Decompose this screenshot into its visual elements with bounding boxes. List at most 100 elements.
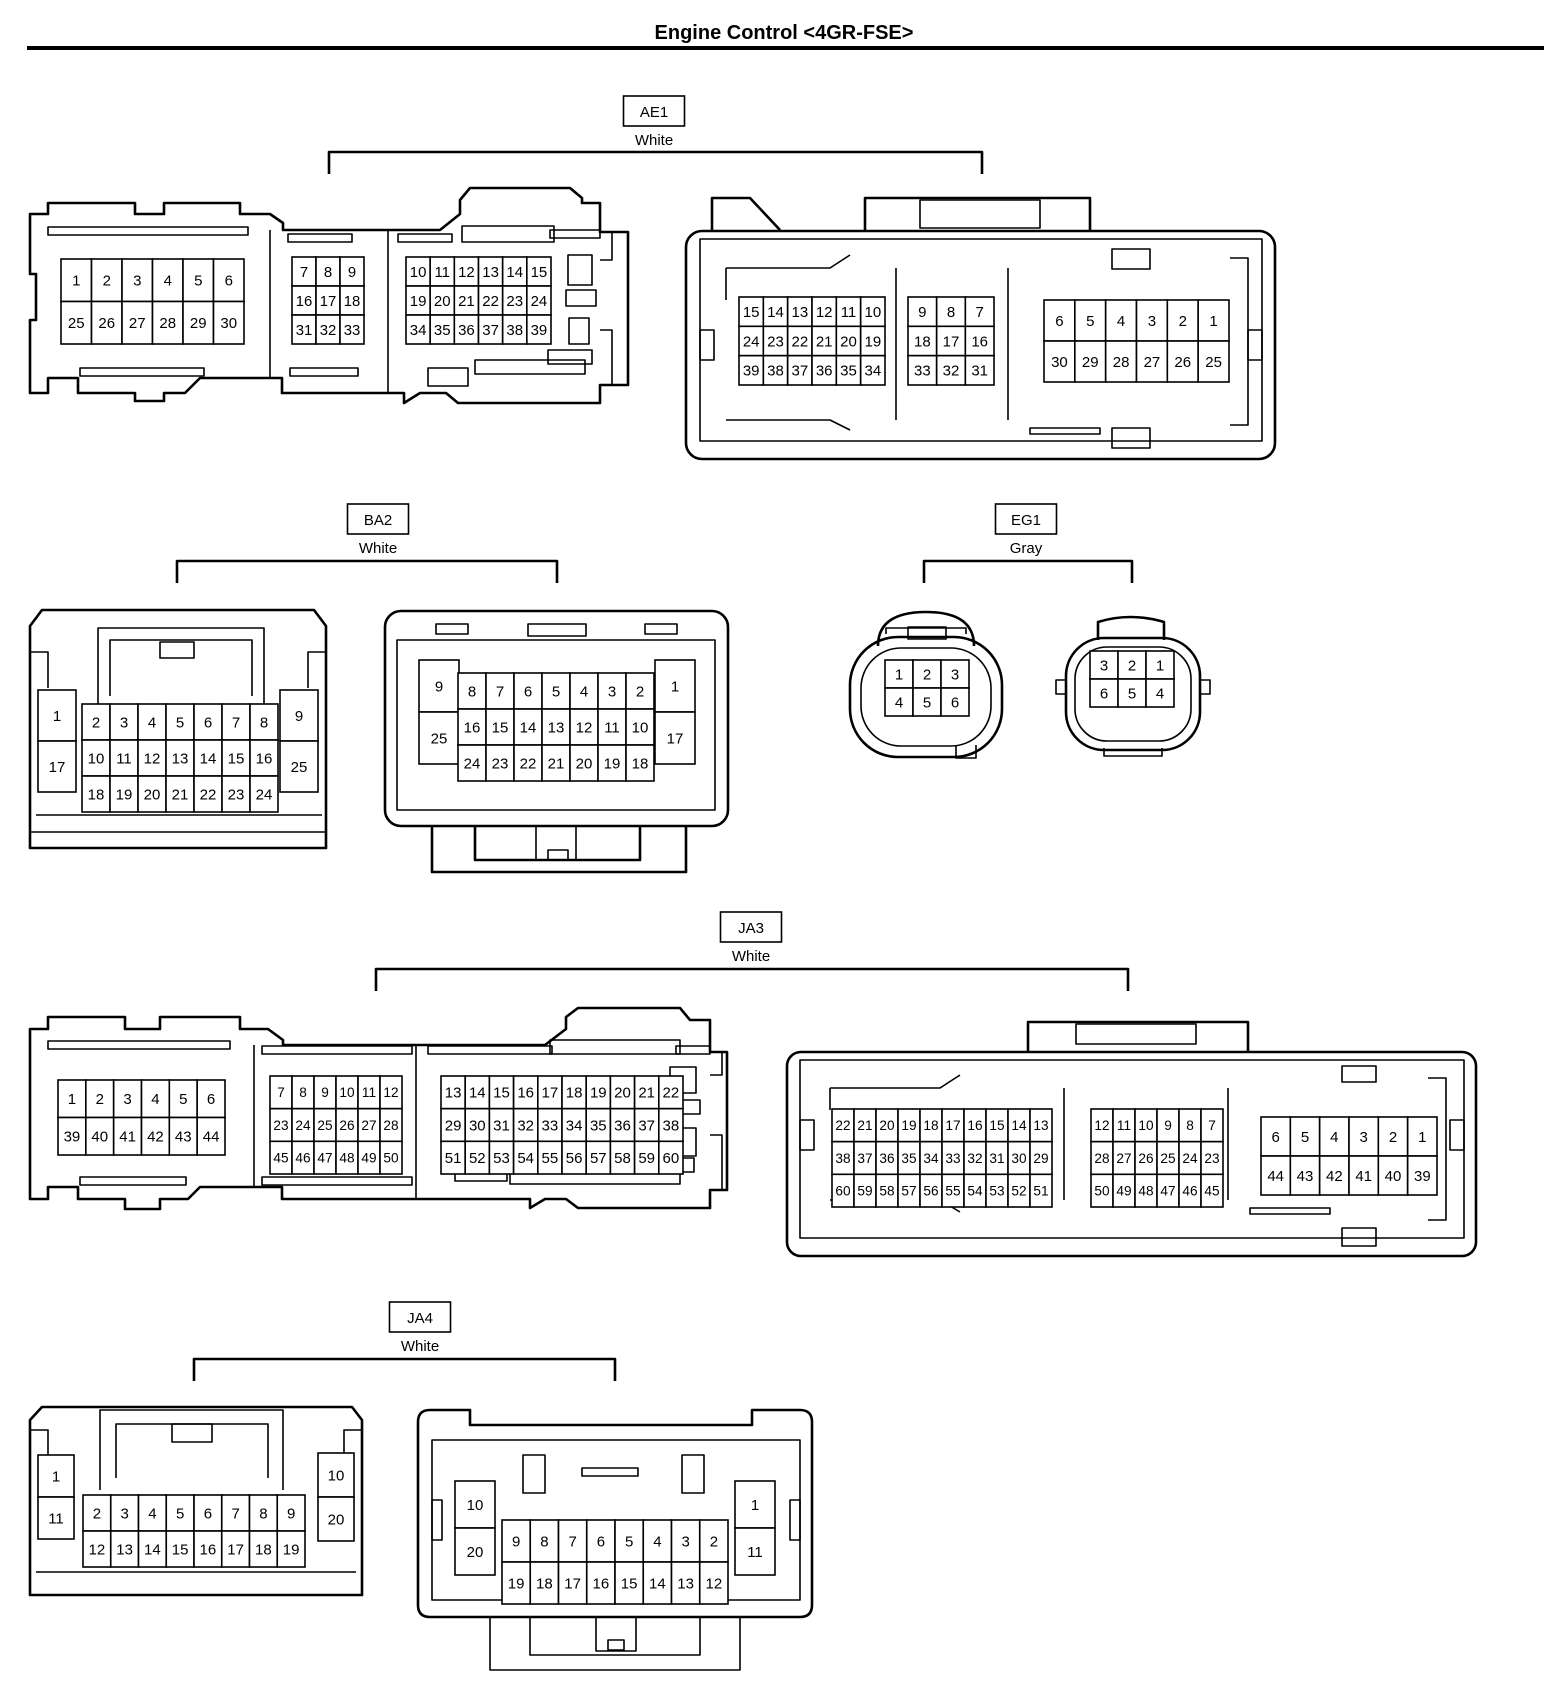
- pin-cell: [512, 1075, 539, 1110]
- pin-cell: [654, 711, 696, 765]
- pin-number: 6: [951, 694, 959, 711]
- connector-color: White: [401, 1338, 439, 1355]
- connector-outline: [1029, 427, 1101, 435]
- pin-cell: [317, 1452, 355, 1498]
- page-title: Engine Control <4GR-FSE>: [654, 22, 914, 44]
- pin-number: 12: [89, 1541, 106, 1558]
- pin-number: 47: [317, 1151, 332, 1166]
- pin-number: 16: [517, 1085, 534, 1102]
- connector-outline: [28, 608, 328, 850]
- connector-outline: [710, 196, 1092, 231]
- pin-number: 32: [320, 323, 337, 339]
- pin-cell: [859, 325, 886, 357]
- connector-outline: [28, 186, 630, 405]
- pin-cell: [276, 1530, 306, 1568]
- pin-number: 11: [434, 264, 450, 281]
- pin-cell: [1074, 299, 1107, 342]
- pin-cell: [625, 672, 655, 710]
- pin-number: 12: [144, 750, 161, 767]
- pin-cell: [964, 354, 995, 386]
- pin-cell: [221, 703, 251, 741]
- pin-number: 13: [1033, 1118, 1048, 1133]
- connector-outline: [581, 1467, 639, 1477]
- connector-outline: [171, 1423, 213, 1443]
- connector-outline: [725, 254, 851, 431]
- pin-cell: [121, 300, 154, 345]
- pin-number: 15: [492, 719, 509, 736]
- pin-number: 20: [840, 333, 857, 350]
- pin-cell: [529, 1519, 560, 1563]
- pin-cell: [625, 744, 655, 782]
- connector-outline: [565, 289, 597, 307]
- pin-number: 7: [277, 1085, 285, 1100]
- pin-number: 40: [91, 1129, 108, 1146]
- pin-number: 6: [1271, 1129, 1279, 1146]
- pin-number: 22: [520, 755, 537, 772]
- pin-cell: [196, 1079, 226, 1119]
- pin-number: 6: [204, 714, 212, 731]
- pin-number: 27: [361, 1118, 376, 1133]
- connector-outline: [710, 1051, 723, 1190]
- pin-number: 24: [743, 333, 760, 350]
- pin-number: 1: [751, 1497, 759, 1514]
- connector-outline: [489, 1617, 741, 1671]
- pin-number: 10: [339, 1085, 355, 1100]
- connector-outline: [435, 623, 469, 635]
- connector-outline: [159, 641, 195, 659]
- connector-outline: [600, 231, 613, 385]
- pin-cell: [1377, 1155, 1409, 1196]
- connector-outline: [1247, 329, 1263, 361]
- connector-outline: [79, 367, 205, 377]
- pin-cell: [786, 296, 813, 328]
- pin-number: 2: [1389, 1129, 1397, 1146]
- pin-number: 38: [663, 1117, 680, 1134]
- pin-number: 31: [296, 323, 313, 339]
- pin-cell: [165, 775, 195, 813]
- pin-cell: [137, 739, 167, 777]
- pin-number: 5: [1086, 313, 1094, 330]
- pin-number: 1: [1418, 1129, 1426, 1146]
- pin-number: 19: [410, 293, 427, 310]
- pin-number: 22: [835, 1118, 850, 1133]
- connector-outline: [427, 367, 469, 387]
- pin-cell: [405, 285, 431, 316]
- pin-number: 20: [144, 786, 161, 803]
- pin-number: 17: [667, 730, 684, 747]
- pin-cell: [339, 256, 365, 287]
- pin-number: 40: [1385, 1168, 1402, 1185]
- pin-number: 20: [576, 755, 593, 772]
- connector-outline: [416, 1408, 814, 1619]
- pin-cell: [429, 285, 456, 316]
- pin-number: 39: [531, 322, 548, 339]
- connector-outline: [30, 1429, 362, 1455]
- connector-outline: [789, 1499, 801, 1541]
- connector-code: JA4: [407, 1310, 433, 1327]
- connector-outline: [595, 1616, 637, 1652]
- pin-number: 52: [1011, 1184, 1026, 1199]
- pin-number: 42: [1326, 1168, 1343, 1185]
- pin-cell: [112, 1116, 143, 1156]
- pin-number: 34: [566, 1117, 583, 1134]
- pin-cell: [698, 1561, 729, 1605]
- pin-number: 46: [295, 1151, 310, 1166]
- pin-number: 34: [864, 363, 881, 380]
- pin-number: 36: [816, 363, 833, 380]
- pin-number: 11: [841, 304, 857, 321]
- pin-number: 4: [148, 1505, 156, 1522]
- pin-number: 32: [517, 1117, 534, 1134]
- pin-cell: [526, 256, 552, 287]
- pin-number: 13: [482, 264, 499, 281]
- pin-cell: [109, 703, 139, 741]
- pin-cell: [541, 744, 571, 782]
- pin-number: 4: [1156, 685, 1164, 702]
- pin-number: 54: [967, 1184, 983, 1199]
- connector-outline: [848, 635, 1004, 759]
- connector-outline: [474, 359, 586, 375]
- pin-number: 29: [1082, 354, 1099, 371]
- pin-number: 6: [524, 683, 532, 700]
- pin-cell: [569, 672, 599, 710]
